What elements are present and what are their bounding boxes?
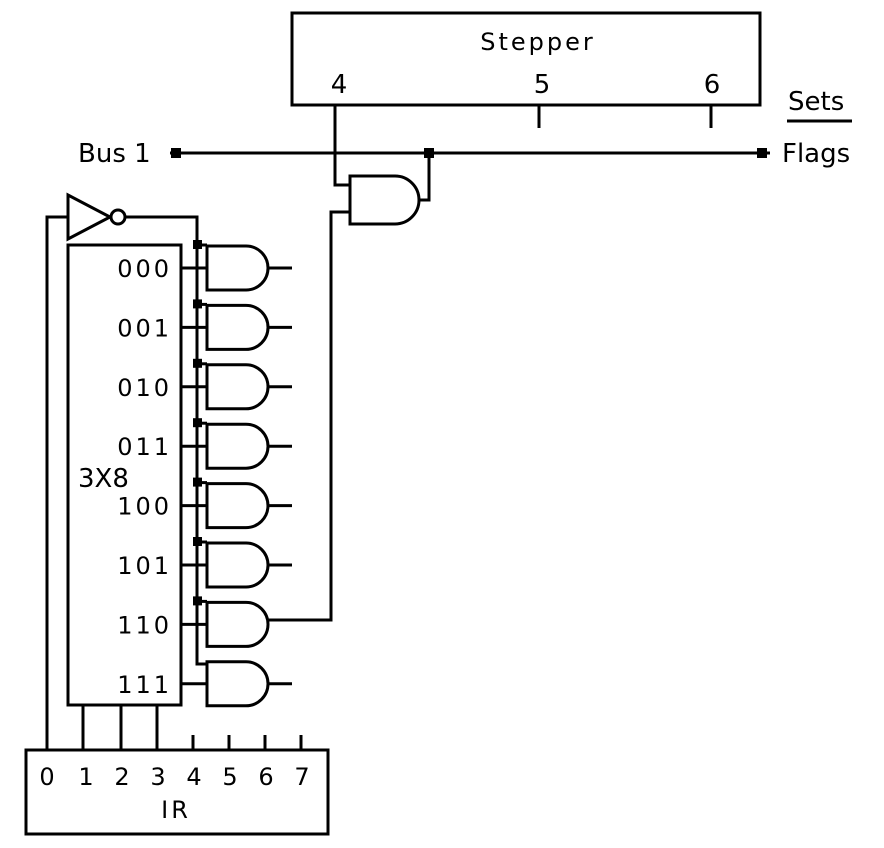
decoder-box <box>66 243 183 707</box>
decoder-output-label: 100 <box>117 493 172 521</box>
ir-bit-label: 2 <box>114 763 129 791</box>
ir-bit-label: 5 <box>222 763 237 791</box>
stepper-step-4: 4 <box>331 70 348 100</box>
and-gate <box>205 244 270 292</box>
decoder-output-label: 110 <box>117 611 172 639</box>
bus1-endpoint <box>171 148 181 158</box>
and-gate <box>205 541 270 589</box>
ir-bit0-wire <box>45 215 68 750</box>
decoder-110-to-gate-wire <box>268 210 350 622</box>
decoder-output-label: 111 <box>117 671 172 699</box>
decoder-outputs: 000 001 010 011 100 101 110 111 <box>117 255 207 699</box>
and-gate <box>205 363 270 411</box>
sets-label: Sets <box>788 87 844 117</box>
ir-bit-label: 0 <box>39 763 54 791</box>
inverter <box>66 192 114 242</box>
decoder-output-label: 010 <box>117 374 172 402</box>
and-gate <box>205 482 270 530</box>
ir-bit-label: 7 <box>294 763 309 791</box>
ir-bit-label: 4 <box>186 763 201 791</box>
and-gate <box>205 422 270 470</box>
stepper-step-5: 5 <box>534 70 551 100</box>
decoder-output-label: 011 <box>117 433 172 461</box>
ir-label: IR <box>161 796 191 824</box>
and-gate <box>205 600 270 648</box>
ir-box <box>24 748 330 836</box>
flags-label: Flags <box>782 139 850 169</box>
and-gate <box>205 303 270 351</box>
stepper-step-6: 6 <box>704 70 721 100</box>
ir-bit-label: 3 <box>150 763 165 791</box>
and-gate <box>205 660 270 708</box>
stepper-title: Stepper <box>480 28 596 56</box>
ir-bit-label: 1 <box>78 763 93 791</box>
decoder-output-label: 000 <box>117 255 172 283</box>
enable-bus-wire <box>125 215 207 666</box>
decoder-output-label: 101 <box>117 552 172 580</box>
step4-wire <box>333 105 350 187</box>
bus1-label: Bus 1 <box>78 139 151 169</box>
gate-bus-junction <box>424 148 434 158</box>
top-and-gate <box>348 174 421 226</box>
gate-to-bus-wire <box>419 153 431 202</box>
gate-array <box>193 240 292 708</box>
decoder-output-label: 001 <box>117 314 172 342</box>
inverter-bubble <box>109 208 127 226</box>
flags-endpoint <box>757 148 767 158</box>
decoder-label: 3X8 <box>78 464 129 494</box>
ir-bit-label: 6 <box>258 763 273 791</box>
stepper-box <box>290 11 762 107</box>
